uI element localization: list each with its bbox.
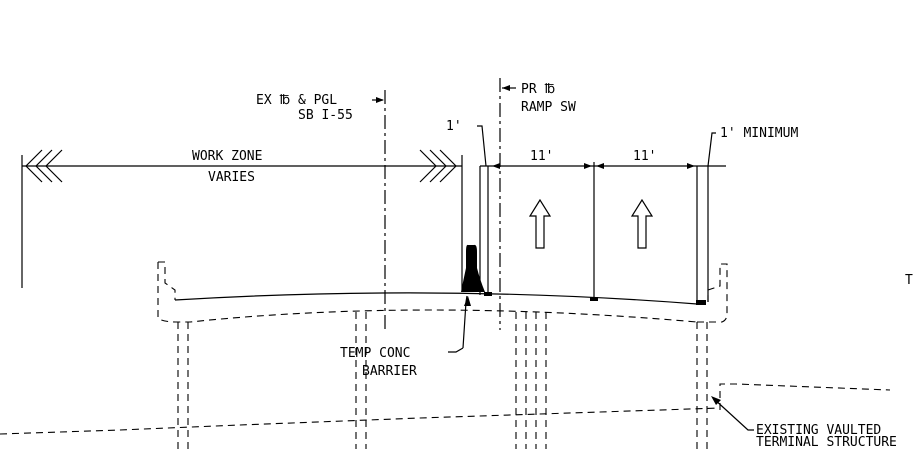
- barrier-leader-arrow: [464, 296, 471, 306]
- barrier-label: BARRIER: [362, 364, 417, 379]
- existing-ground-line: [0, 407, 721, 435]
- temp-concrete-barrier-icon: [461, 244, 485, 292]
- lane-dimensions: [461, 125, 726, 302]
- one-foot-minimum-label: 1' MINIMUM: [720, 126, 798, 141]
- lane-arrow-icon: [630, 198, 654, 249]
- existing-bridge-structure: [157, 261, 728, 449]
- existing-vaulted-label: EXISTING VAULTED: [756, 423, 881, 438]
- proposed-centerline-label-line2: RAMP SW: [521, 100, 576, 115]
- deck-top-line: [174, 292, 698, 305]
- temp-conc-label: TEMP CONC: [340, 346, 410, 361]
- lane-width-1-label: 11': [530, 149, 553, 164]
- proposed-centerline-arrow: [502, 85, 510, 91]
- lane-arrow-icon: [528, 198, 552, 249]
- proposed-centerline-label-line1: PR ℔: [521, 82, 555, 97]
- edge-marker: [696, 300, 706, 305]
- lane-marker: [590, 297, 598, 301]
- existing-centerline-label-line2: SB I-55: [298, 108, 353, 123]
- edge-text-fragment: T: [905, 273, 913, 288]
- varies-label: VARIES: [208, 170, 255, 185]
- one-foot-left-label: 1': [446, 119, 462, 134]
- vaulted-structure-leader: [712, 397, 754, 431]
- work-zone-label: WORK ZONE: [192, 149, 262, 164]
- lane-width-2-label: 11': [633, 149, 656, 164]
- existing-centerline-arrow: [376, 97, 384, 103]
- terminal-structure-label: TERMINAL STRUCTURE: [756, 435, 897, 449]
- vaulted-structure-top-line: [719, 383, 891, 410]
- existing-centerline-label-line1: EX ℔ & PGL: [256, 93, 337, 108]
- vaulted-structure-leader-arrow: [711, 396, 721, 405]
- work-zone-dimension: [21, 149, 462, 288]
- barrier-leader-tail: [448, 347, 464, 353]
